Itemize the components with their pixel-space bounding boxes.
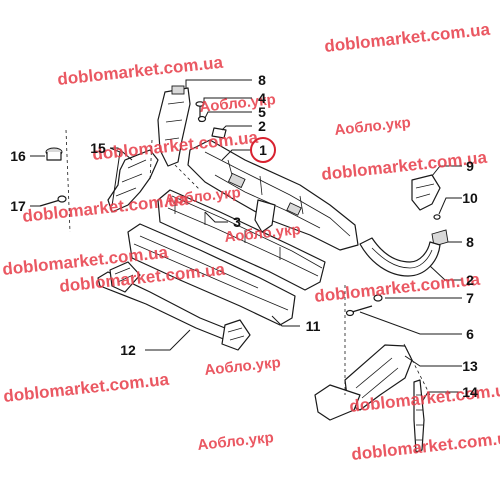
part-16-clip [45,147,63,161]
part-3-bumper-beam [157,189,326,291]
callout-label: 7 [466,290,474,306]
callouts: 1 2 2 3 4 5 6 7 8 8 9 10 11 12 13 14 15 … [10,72,478,400]
part-6-bolt [345,305,373,317]
part-9-right-bracket [411,174,441,211]
watermark-text: doblomarket.com.ua [2,370,170,406]
watermark-text: doblomarket.com.ua [56,53,224,89]
part-5-nut [197,115,207,123]
part-12-lower-crossbar [97,261,251,351]
callout-label: 1 [259,142,267,158]
callout-label: 2 [466,272,474,288]
callout-label: 16 [10,148,26,164]
callout-label: 11 [306,318,321,334]
callout-label: 8 [258,72,266,88]
watermarks: doblomarket.com.ua doblomarket.com.ua Ао… [1,20,500,464]
part-2-right-bracket [359,237,441,277]
callout-label: 9 [466,158,474,174]
callout-label: 2 [258,118,266,134]
callout-label: 4 [258,90,266,106]
watermark-text: Аобло.укр [334,114,412,139]
callout-label: 13 [462,358,478,374]
part-15-left-bracket [107,149,159,213]
watermark-text: doblomarket.com.ua [350,428,500,464]
part-10-nut [433,214,441,220]
part-1-upper-crossmember [187,139,359,251]
part-8-upper-bracket [157,85,191,167]
callout-1-highlight-circle [250,137,276,163]
callout-label: 10 [462,190,478,206]
callout-label: 5 [258,104,266,120]
watermark-text: Аобло.укр [197,429,275,454]
callout-label: 14 [462,384,478,400]
part-14-strip [413,379,425,453]
watermark-text: doblomarket.com.ua [323,20,491,56]
part-13-lower-bracket [314,344,413,421]
callout-label: 8 [466,234,474,250]
callout-label: 3 [233,214,241,230]
callout-label: 17 [10,198,26,214]
phantom-lines [65,129,431,396]
watermark-text: doblomarket.com.ua [320,148,488,184]
part-11-energy-absorber [127,223,296,326]
watermark-text: Аобло.укр [204,354,282,379]
callout-label: 6 [466,326,474,342]
leader-lines [30,79,462,403]
part-17-screw [39,195,67,207]
callout-label: 12 [120,342,136,358]
part-7-nut [373,294,383,302]
callout-label: 15 [90,140,106,156]
